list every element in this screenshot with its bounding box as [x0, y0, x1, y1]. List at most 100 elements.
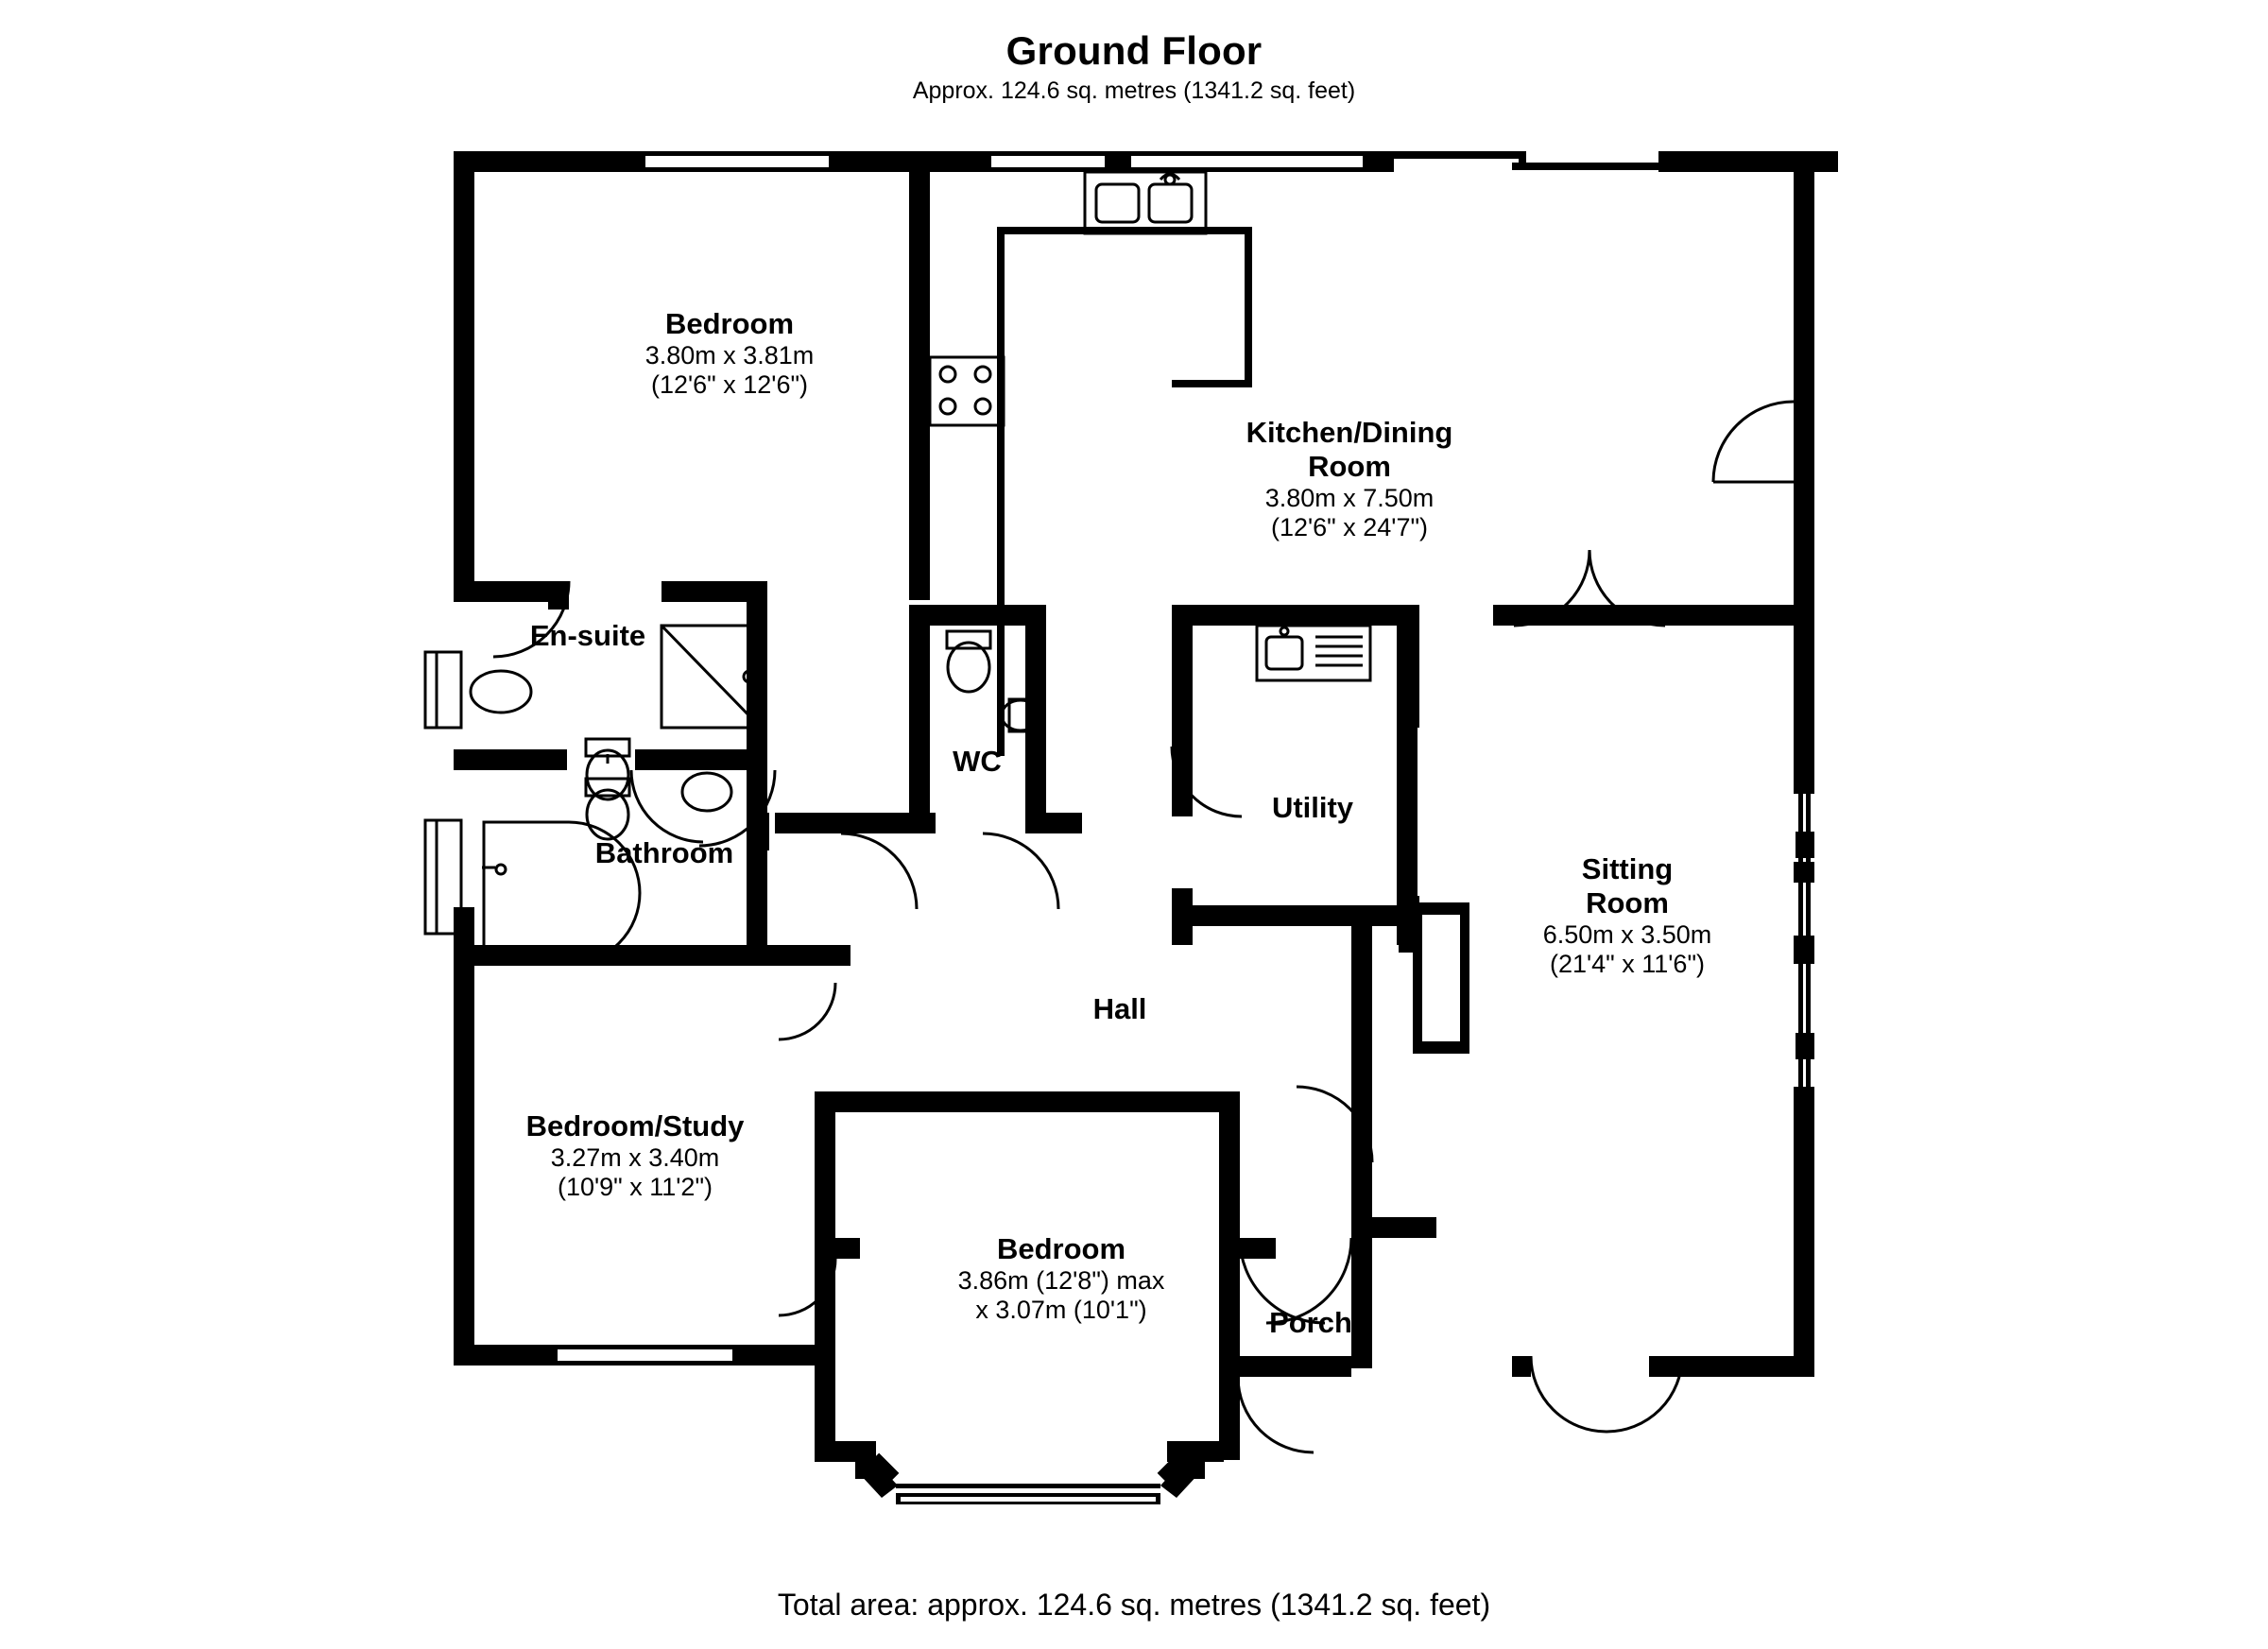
threshold-hall: [747, 830, 769, 850]
window-bl-a: [553, 1345, 737, 1349]
bathroom-bath-tap: [494, 863, 507, 876]
wall-wc-left: [909, 605, 930, 827]
thresholds-group: [635, 749, 1814, 1145]
wall-right-upper: [1794, 151, 1814, 406]
bathroom-side-unit: [435, 818, 463, 936]
ensuite-shower-tray: [660, 624, 763, 730]
window-kitchen-e3: [1126, 151, 1131, 172]
wall-right-door-jamb: [1794, 402, 1814, 515]
room-name: Bedroom: [664, 307, 795, 340]
wall-bedfront-right-b: [1219, 1228, 1240, 1370]
wall-top-mid3: [1367, 151, 1394, 172]
wall-left-upper: [454, 151, 474, 595]
room-label-wc: WC: [953, 745, 1002, 779]
wall-top-mid2: [1108, 151, 1126, 172]
wall-study-bottom-top: [815, 1091, 1240, 1112]
window-right-e1: [1794, 789, 1814, 794]
total-area-text: Total area: approx. 124.6 sq. metres (13…: [777, 1588, 1491, 1622]
window-right-b2: [1806, 959, 1811, 1091]
bathroom-wall-stub: [423, 818, 437, 936]
window-bedroom-top-b: [641, 167, 833, 172]
wall-top-left: [454, 151, 643, 172]
wall-bottom-porch: [1238, 1356, 1351, 1377]
wall-bottom-left-a: [454, 1345, 553, 1366]
ensuite-basin: [469, 669, 533, 714]
wall-sitting-top-jamb: [1493, 605, 1514, 626]
window-bay-front-gap1: [896, 1488, 1160, 1493]
wall-bedroom-right: [909, 151, 930, 600]
wall-study-nub: [815, 1238, 860, 1259]
room-label-bathroom: Bathroom: [595, 836, 733, 870]
room-label-sitting-room: Sitting Room 6.50m x 3.50m (21'4" x 11'6…: [1543, 852, 1712, 980]
ensuite-wc-pan: [585, 748, 630, 801]
wall-study-right: [815, 1091, 835, 1366]
hob-ring-3: [938, 397, 957, 416]
ensuite-wall-stub: [423, 650, 437, 730]
door-swing-right-ext: [1711, 400, 1795, 483]
room-label-utility: Utility: [1272, 791, 1353, 825]
hob-ring-4: [973, 397, 992, 416]
kitchen-tap-spout: [1159, 172, 1181, 181]
ensuite-shower-diag: [660, 624, 763, 730]
wall-ensuite-top-b: [662, 581, 761, 602]
utility-sink-unit: [1255, 624, 1372, 682]
wall-right-mid: [1794, 940, 1814, 959]
window-bl-e1: [553, 1345, 558, 1366]
wall-kitchen-thin-v2: [1245, 227, 1252, 387]
door-swing-wc: [840, 832, 919, 910]
wall-bottom-mid-r: [1512, 1356, 1531, 1377]
kitchen-sink-bowl-right: [1147, 182, 1194, 224]
door-swing-study: [778, 1258, 837, 1317]
window-kitchen-b1: [987, 167, 1109, 172]
wall-porch-right: [1351, 1217, 1372, 1368]
wall-kitchen-thin-h2: [1172, 380, 1252, 387]
kitchen-sink-unit: [1083, 170, 1208, 235]
wall-bottom-left-b: [735, 1345, 834, 1366]
window-bl-b: [553, 1361, 737, 1366]
threshold-wc: [1046, 813, 1069, 833]
wall-porch-top: [1351, 1217, 1436, 1238]
ensuite-shower-drain: [742, 669, 757, 684]
fixtures-group: [423, 170, 1795, 1454]
porch-door-arc-1: [1236, 1376, 1314, 1454]
window-kitchen-e4: [1363, 151, 1367, 172]
wall-bottom-right: [1649, 1356, 1814, 1377]
kitchen-sink-bowl-left: [1094, 182, 1141, 224]
window-bay-diagR2: [1160, 1460, 1200, 1498]
window-bay-front-gap2: [901, 1497, 1156, 1502]
wall-wc-top: [909, 605, 1046, 626]
wall-utility-top: [1172, 605, 1418, 626]
wall-bathroom-top: [454, 749, 567, 770]
wall-top-right: [1658, 151, 1838, 172]
wall-hall-top-a: [850, 813, 936, 833]
ensuite-basin-unit: [435, 650, 463, 730]
room-label-en-suite: En-suite: [530, 619, 645, 653]
wall-porch-left-nub: [1238, 1238, 1276, 1259]
room-label-bedroom-front: Bedroom 3.86m (12'8") max x 3.07m (10'1"…: [958, 1232, 1165, 1326]
room-name: Bedroom/Study: [525, 1109, 745, 1142]
utility-tap: [1279, 626, 1290, 637]
room-dims: 6.50m x 3.50m (21'4" x 11'6"): [1542, 919, 1712, 979]
wall-hall-bottom-left: [775, 945, 835, 966]
hob-ring-2: [973, 365, 992, 384]
window-bedroom-top-end-l: [641, 151, 645, 172]
room-label-kitchen-dining: Kitchen/Dining Room 3.80m x 7.50m (12'6"…: [1246, 416, 1453, 543]
window-right-e3: [1794, 959, 1814, 964]
threshold-bathroom: [635, 749, 663, 770]
hob-ring-1: [938, 365, 957, 384]
door-swing-porch-out2: [1238, 1237, 1326, 1325]
window-kitchen-e2: [1105, 151, 1109, 172]
door-swing-study-hall: [778, 982, 837, 1041]
door-swing-porch-out: [1265, 1237, 1353, 1325]
bathroom-wc-pan: [585, 788, 630, 841]
wall-wc-right: [1025, 605, 1046, 827]
wall-bathroom-top-b: [652, 749, 767, 770]
frenchdoor-arc-2: [1588, 549, 1666, 627]
mullion-right-1: [1796, 832, 1814, 858]
wall-right-sitting-a: [1794, 610, 1814, 789]
bathroom-bath: [482, 820, 642, 966]
utility-drainer-grooves: [1315, 635, 1363, 667]
door-swing-hall-a: [698, 769, 777, 848]
wc-basin-unit: [1007, 697, 1043, 733]
